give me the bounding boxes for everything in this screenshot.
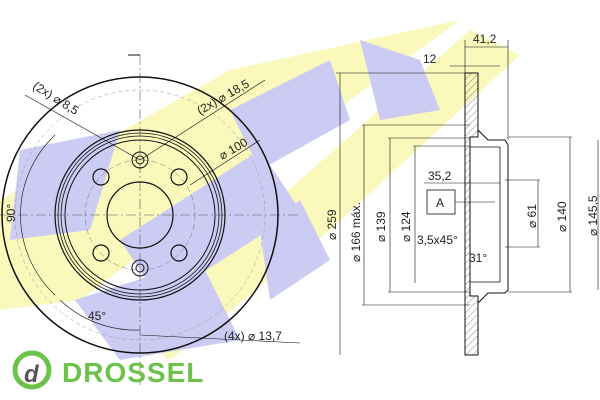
- thickness-label: 12: [423, 52, 437, 66]
- drossel-logo: d DROSSEL: [12, 350, 204, 390]
- icer-watermark: [0, 20, 520, 360]
- d140-label: ⌀ 140: [555, 201, 569, 232]
- drossel-logo-icon: [12, 350, 52, 390]
- total-height-label: 41,2: [473, 32, 497, 46]
- svg-text:d: d: [24, 361, 40, 388]
- center-bore: [106, 181, 174, 249]
- small-holes-label: (2x) ⌀ 8,5: [30, 79, 81, 118]
- bolt-hole: [92, 244, 110, 262]
- bolt-hole: [170, 244, 188, 262]
- angle-45-label: 45°: [88, 309, 106, 323]
- bolt-holes-label: (4x) ⌀ 13,7: [224, 329, 282, 343]
- front-view: [0, 54, 301, 385]
- datum-box: [426, 189, 456, 215]
- spacer: [131, 259, 149, 277]
- d145-label: ⌀ 145,5: [586, 195, 600, 236]
- angle-90-label: 90°: [4, 204, 18, 222]
- d139-label: ⌀ 139: [374, 211, 388, 242]
- angle-label: 31°: [469, 251, 487, 265]
- bolt-hole: [92, 168, 110, 186]
- outer-rim: [1, 76, 279, 354]
- d124-label: ⌀ 124: [399, 211, 413, 242]
- bore-label: ⌀ 61: [525, 204, 539, 228]
- side-view: [336, 40, 599, 356]
- bolt-hole: [170, 168, 188, 186]
- brand-name: DROSSEL: [62, 357, 204, 388]
- chamfer-label: 3,5x45°: [417, 233, 458, 247]
- depth-label: 35,2: [428, 169, 452, 183]
- spacer: [131, 151, 149, 169]
- datum-label: A: [436, 196, 444, 210]
- max-diameter-label: ⌀ 166 máx.: [349, 202, 363, 262]
- outer-diameter-label: ⌀ 259: [325, 209, 339, 240]
